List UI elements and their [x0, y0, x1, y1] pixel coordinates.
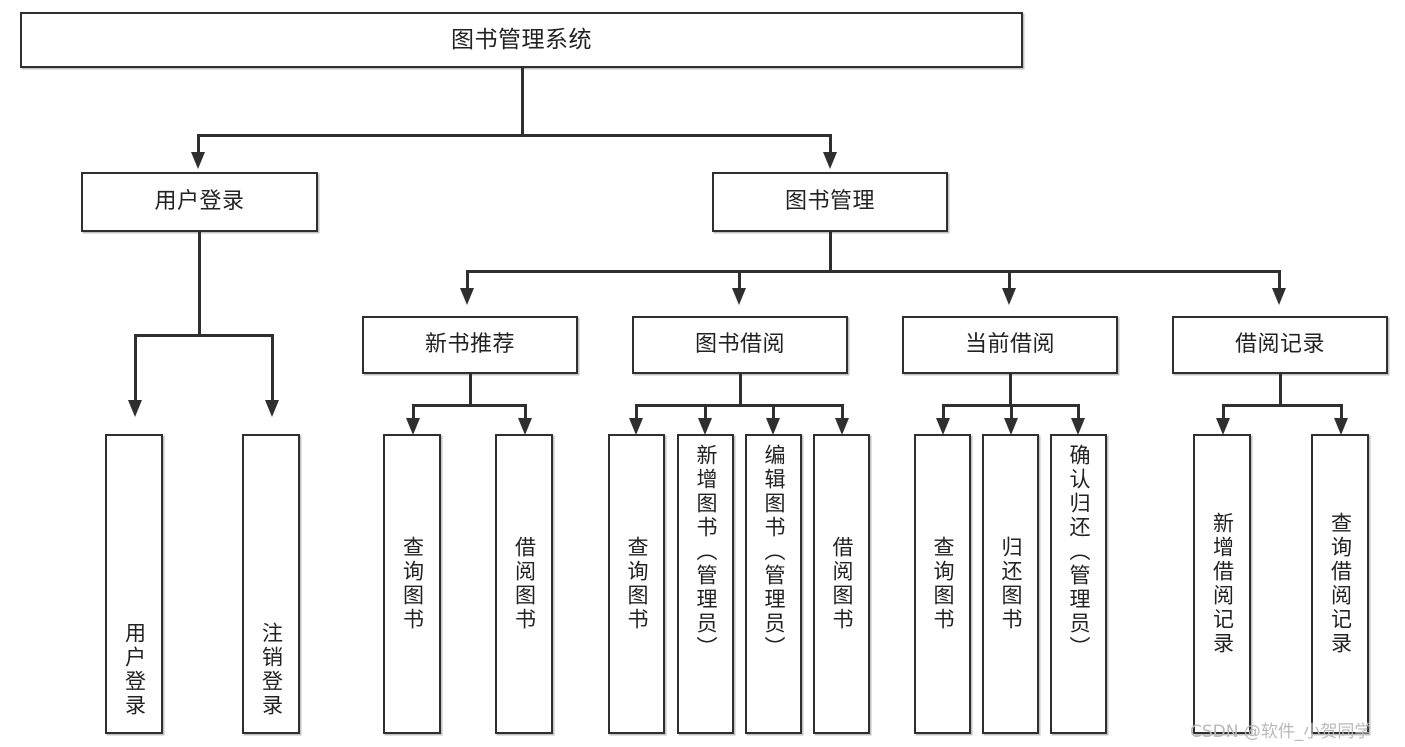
node-user-login[interactable]: 用户登录 — [81, 172, 318, 232]
arrow-current-borrow-leaf1 — [936, 418, 950, 435]
node-book-borrow[interactable]: 图书借阅 — [632, 316, 848, 374]
connector-to-book-management — [829, 134, 832, 152]
leaf-current-borrow-query[interactable]: 查询图书 — [914, 434, 971, 734]
arrow-new-book-leaf1 — [406, 418, 420, 435]
leaf-borrow-record-query[interactable]: 查询借阅记录 — [1311, 434, 1369, 734]
node-label: 图书借阅 — [694, 332, 785, 358]
connector-borrow-record-leaf1 — [1222, 404, 1225, 420]
leaf-new-book-borrow[interactable]: 借阅图书 — [495, 434, 553, 734]
node-label: 新增借阅记录 — [1210, 512, 1235, 656]
arrow-to-book-borrow — [732, 288, 746, 305]
connector-user-login-bus — [134, 334, 273, 337]
leaf-book-borrow-borrow[interactable]: 借阅图书 — [813, 434, 870, 734]
arrow-borrow-record-leaf2 — [1334, 418, 1348, 435]
node-label: 查询图书 — [931, 536, 955, 632]
leaf-book-borrow-add[interactable]: 新增图书（管理员） — [677, 434, 734, 734]
arrow-book-borrow-leaf1 — [629, 418, 643, 435]
leaf-book-borrow-edit[interactable]: 编辑图书（管理员） — [745, 434, 802, 734]
connector-borrow-record-leaf2 — [1340, 404, 1343, 420]
connector-current-borrow-stem — [1009, 374, 1012, 406]
arrow-to-new-book — [460, 288, 474, 305]
arrow-current-borrow-leaf3 — [1071, 418, 1085, 435]
node-label: 用户登录 — [154, 189, 245, 215]
node-label: 图书管理 — [784, 189, 875, 215]
connector-book-borrow-leaf4 — [841, 404, 844, 420]
connector-level2-bus — [466, 270, 1280, 273]
connector-new-book-stem — [469, 374, 472, 406]
connector-book-borrow-leaf1 — [635, 404, 638, 420]
arrow-book-borrow-leaf4 — [835, 418, 849, 435]
connector-new-book-leaf1 — [412, 404, 415, 420]
connector-to-user-login — [197, 134, 200, 152]
connector-current-borrow-leaf1 — [942, 404, 945, 420]
connector-new-book-bus — [412, 404, 526, 407]
connector-book-borrow-stem — [739, 374, 742, 406]
leaf-new-book-query[interactable]: 查询图书 — [383, 434, 441, 734]
node-label: 图书管理系统 — [451, 26, 592, 53]
arrow-new-book-leaf2 — [518, 418, 532, 435]
connector-borrow-record-bus — [1222, 404, 1342, 407]
connector-book-management-stem — [829, 232, 832, 272]
leaf-current-borrow-return[interactable]: 归还图书 — [982, 434, 1039, 734]
arrow-user-login-leaf1 — [128, 400, 142, 417]
leaf-current-borrow-confirm[interactable]: 确认归还（管理员） — [1050, 434, 1107, 734]
connector-borrow-record-stem — [1279, 374, 1282, 406]
connector-root-stem — [521, 68, 524, 136]
node-label: 用户登录 — [122, 622, 147, 718]
connector-current-borrow-leaf2 — [1010, 404, 1013, 420]
arrow-book-borrow-leaf3 — [766, 418, 780, 435]
connector-level1-bus — [197, 134, 831, 137]
node-label: 确认归还（管理员） — [1067, 444, 1091, 660]
connector-user-login-stem — [198, 232, 201, 336]
node-label: 新增图书（管理员） — [694, 444, 718, 660]
connector-book-borrow-leaf2 — [704, 404, 707, 420]
arrow-book-borrow-leaf2 — [698, 418, 712, 435]
connector-current-borrow-leaf3 — [1077, 404, 1080, 420]
leaf-borrow-record-add[interactable]: 新增借阅记录 — [1193, 434, 1251, 734]
arrow-to-user-login — [191, 152, 205, 169]
connector-to-new-book — [466, 270, 469, 288]
arrow-current-borrow-leaf2 — [1004, 418, 1018, 435]
node-label: 查询图书 — [400, 536, 425, 632]
node-label: 查询借阅记录 — [1328, 512, 1353, 656]
node-current-borrow[interactable]: 当前借阅 — [902, 316, 1118, 374]
connector-new-book-leaf2 — [524, 404, 527, 420]
node-label: 借阅图书 — [512, 536, 537, 632]
connector-to-borrow-record — [1278, 270, 1281, 288]
arrow-to-book-management — [823, 152, 837, 169]
leaf-book-borrow-query[interactable]: 查询图书 — [608, 434, 665, 734]
leaf-user-logout[interactable]: 注销登录 — [242, 434, 300, 734]
arrow-to-borrow-record — [1272, 288, 1286, 305]
node-label: 查询图书 — [625, 536, 649, 632]
node-label: 新书推荐 — [424, 332, 515, 358]
node-book-management-system[interactable]: 图书管理系统 — [20, 12, 1023, 68]
connector-to-book-borrow — [738, 270, 741, 288]
arrow-to-current-borrow — [1002, 288, 1016, 305]
connector-book-borrow-leaf3 — [772, 404, 775, 420]
node-label: 归还图书 — [999, 536, 1023, 632]
node-label: 编辑图书（管理员） — [762, 444, 786, 660]
node-label: 借阅图书 — [830, 536, 854, 632]
connector-user-login-leaf1 — [134, 334, 137, 402]
arrow-borrow-record-leaf1 — [1216, 418, 1230, 435]
connector-book-borrow-bus — [635, 404, 843, 407]
node-label: 注销登录 — [259, 622, 284, 718]
node-new-book-recommend[interactable]: 新书推荐 — [362, 316, 578, 374]
node-borrow-record[interactable]: 借阅记录 — [1172, 316, 1388, 374]
connector-user-login-leaf2 — [271, 334, 274, 402]
connector-to-current-borrow — [1008, 270, 1011, 288]
node-label: 借阅记录 — [1234, 332, 1325, 358]
node-label: 当前借阅 — [964, 332, 1055, 358]
leaf-user-login[interactable]: 用户登录 — [105, 434, 163, 734]
arrow-user-login-leaf2 — [265, 400, 279, 417]
node-book-management[interactable]: 图书管理 — [712, 172, 948, 232]
